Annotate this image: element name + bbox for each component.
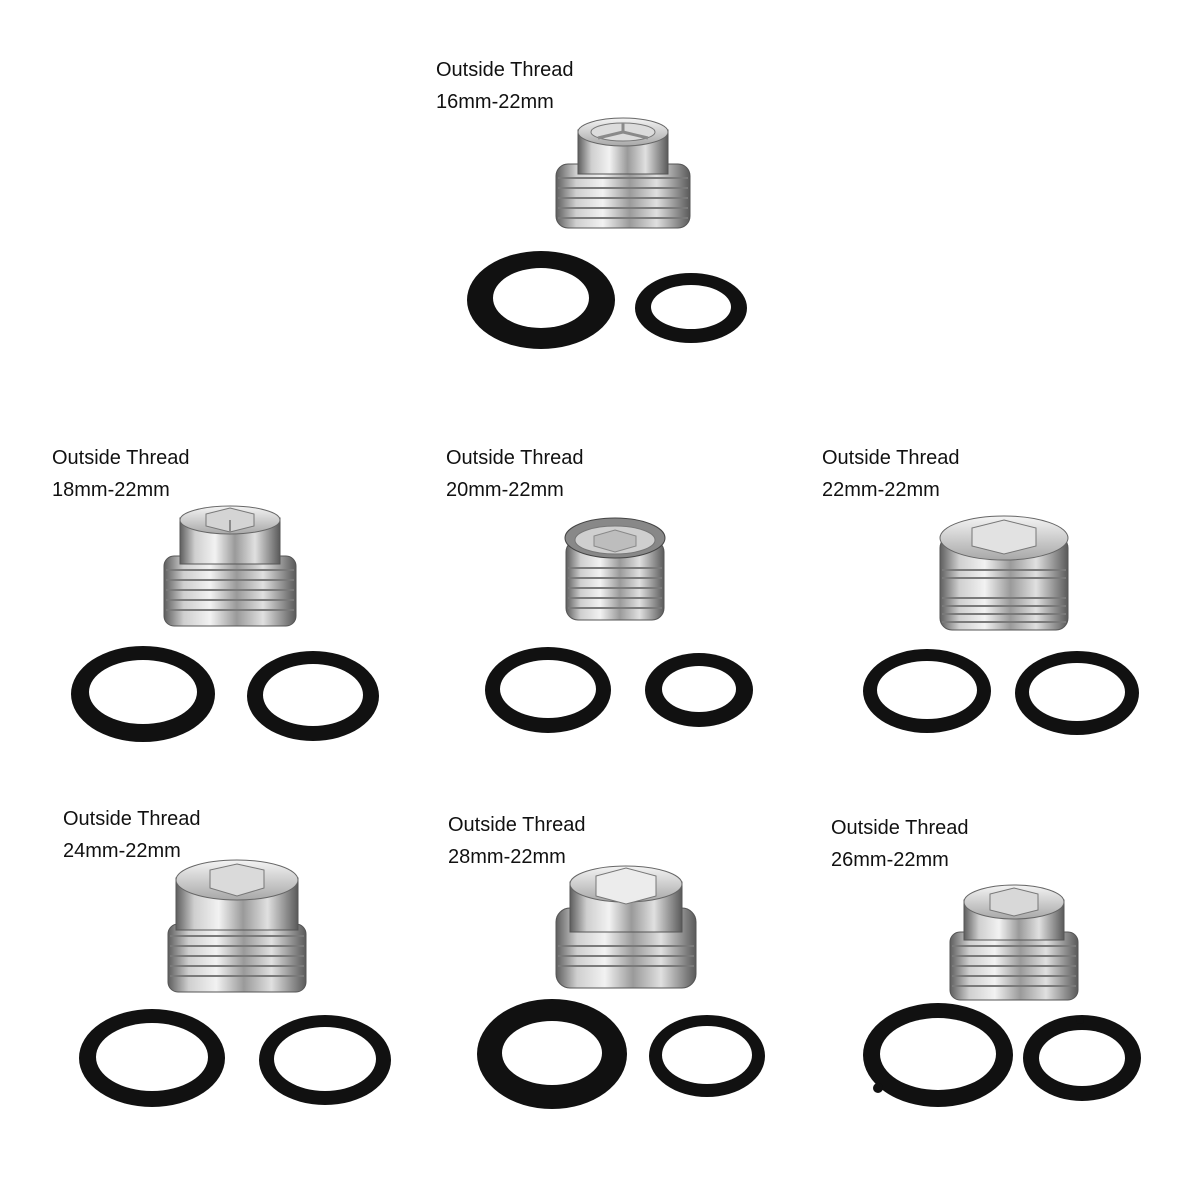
gasket-small-icon [1023, 1015, 1141, 1101]
gasket-large-icon [71, 646, 215, 742]
adapter-16mm-icon [555, 117, 691, 229]
adapter-26mm-icon [949, 884, 1079, 1001]
item-1-label: Outside Thread 16mm-22mm [436, 59, 574, 113]
gasket-small-icon [259, 1015, 391, 1105]
gasket-large-icon [467, 251, 615, 349]
gasket-small-icon [645, 653, 753, 727]
adapter-18mm-icon [163, 505, 297, 627]
item-5-label: Outside Thread 24mm-22mm [63, 808, 201, 862]
gasket-large-icon [485, 647, 611, 733]
gasket-small-icon [635, 273, 747, 343]
adapter-28mm-icon [555, 865, 697, 989]
adapter-22mm-icon [939, 515, 1069, 631]
gasket-large-icon [863, 1003, 1013, 1107]
gasket-small-icon [247, 651, 379, 741]
adapter-24mm-icon [167, 859, 307, 993]
gasket-small-icon [1015, 651, 1139, 735]
gasket-large-icon [79, 1009, 225, 1107]
item-3-label: Outside Thread 20mm-22mm [446, 447, 584, 501]
gasket-small-icon [649, 1015, 765, 1097]
item-4-label: Outside Thread 22mm-22mm [822, 447, 960, 501]
item-2-label: Outside Thread 18mm-22mm [52, 447, 190, 501]
gasket-large-icon [863, 649, 991, 733]
item-6-label: Outside Thread 28mm-22mm [448, 814, 586, 868]
item-7-label: Outside Thread 26mm-22mm [831, 817, 969, 871]
gasket-large-icon [477, 999, 627, 1109]
adapter-20mm-icon [564, 517, 666, 621]
